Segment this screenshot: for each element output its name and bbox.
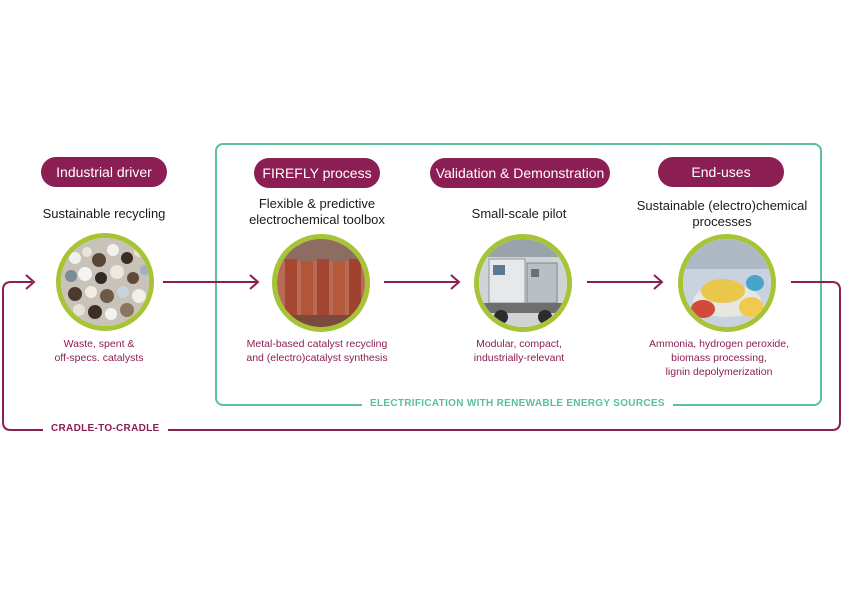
pill-industrial-driver: Industrial driver bbox=[41, 157, 167, 187]
cradle-loop-path bbox=[2, 281, 841, 431]
desc-toolbox: Metal-based catalyst recycling and (elec… bbox=[226, 337, 408, 365]
pilot-unit-image bbox=[474, 234, 572, 332]
loop-arrowhead bbox=[25, 274, 36, 290]
electrochemical-cells-image bbox=[272, 234, 370, 332]
desc-processes: Ammonia, hydrogen peroxide, biomass proc… bbox=[628, 337, 810, 379]
desc-pilot: Modular, compact, industrially-relevant bbox=[436, 337, 602, 365]
desc-toolbox-text: Metal-based catalyst recycling and (elec… bbox=[246, 338, 388, 364]
desc-pilot-text: Modular, compact, industrially-relevant bbox=[473, 338, 565, 364]
stage-title-toolbox-text: Flexible & predictive electrochemical to… bbox=[249, 196, 385, 227]
desc-recycling-text: Waste, spent & off-specs. catalysts bbox=[54, 338, 144, 364]
cradle-to-cradle-label: CRADLE-TO-CRADLE bbox=[43, 423, 168, 434]
arrow-2-head bbox=[450, 274, 461, 290]
arrow-1-head bbox=[249, 274, 260, 290]
stage-title-recycling: Sustainable recycling bbox=[42, 206, 166, 221]
stage-title-toolbox: Flexible & predictive electrochemical to… bbox=[222, 196, 412, 228]
pill-firefly-process: FIREFLY process bbox=[254, 158, 380, 188]
catalysts-image bbox=[56, 233, 154, 331]
stage-title-processes-text: Sustainable (electro)chemical processes bbox=[636, 198, 808, 229]
arrow-3-head bbox=[653, 274, 664, 290]
electrification-label: ELECTRIFICATION WITH RENEWABLE ENERGY SO… bbox=[362, 398, 673, 409]
desc-recycling: Waste, spent & off-specs. catalysts bbox=[24, 337, 174, 365]
pill-end-uses: End-uses bbox=[658, 157, 784, 187]
stage-title-pilot: Small-scale pilot bbox=[471, 206, 567, 221]
stage-title-processes: Sustainable (electro)chemical processes bbox=[612, 198, 832, 230]
desc-processes-text: Ammonia, hydrogen peroxide, biomass proc… bbox=[648, 338, 790, 378]
pill-validation-demonstration: Validation & Demonstration bbox=[430, 158, 610, 188]
chemical-products-image bbox=[678, 234, 776, 332]
